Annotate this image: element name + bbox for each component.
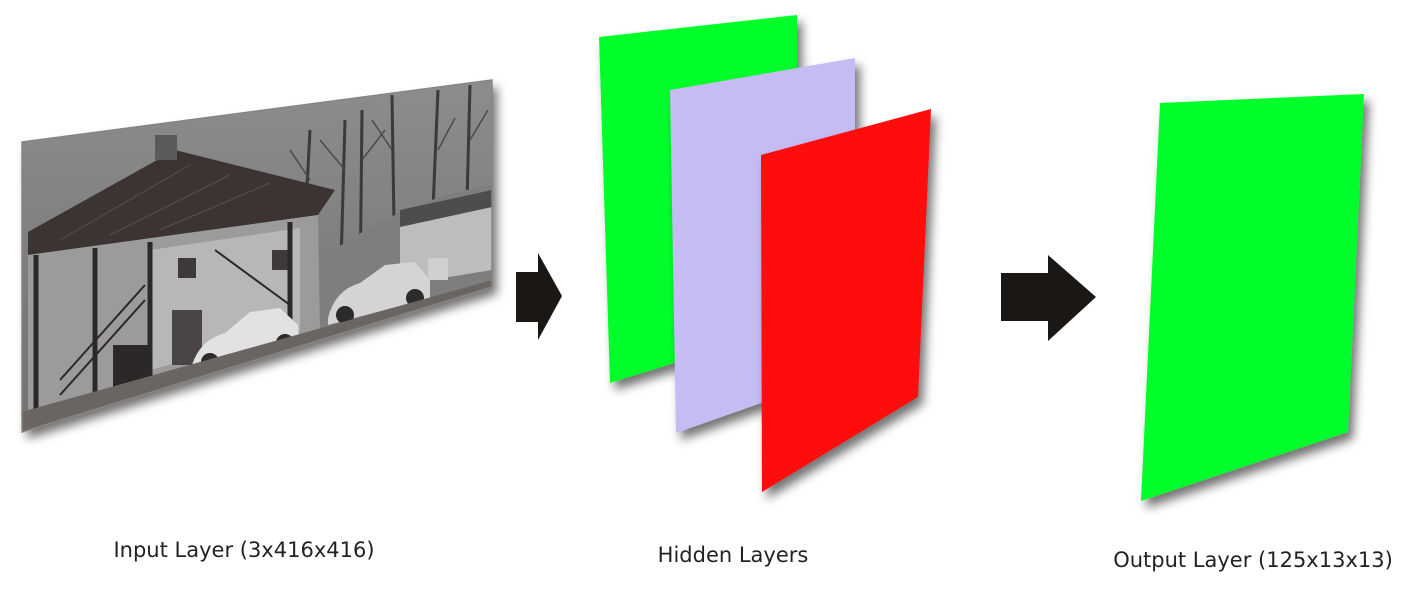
output-layer-caption: Output Layer (125x13x13) <box>1113 548 1393 572</box>
input-layer-caption: Input Layer (3x416x416) <box>113 538 375 562</box>
output-layer-plane <box>1141 94 1364 501</box>
hidden-layer-plane-red <box>761 109 931 492</box>
hidden-layers-stack <box>599 15 931 492</box>
arrow-right-icon <box>516 253 562 340</box>
arrow-right-icon <box>1001 255 1096 341</box>
input-layer-photo <box>21 79 493 434</box>
hidden-layers-caption: Hidden Layers <box>657 543 809 567</box>
